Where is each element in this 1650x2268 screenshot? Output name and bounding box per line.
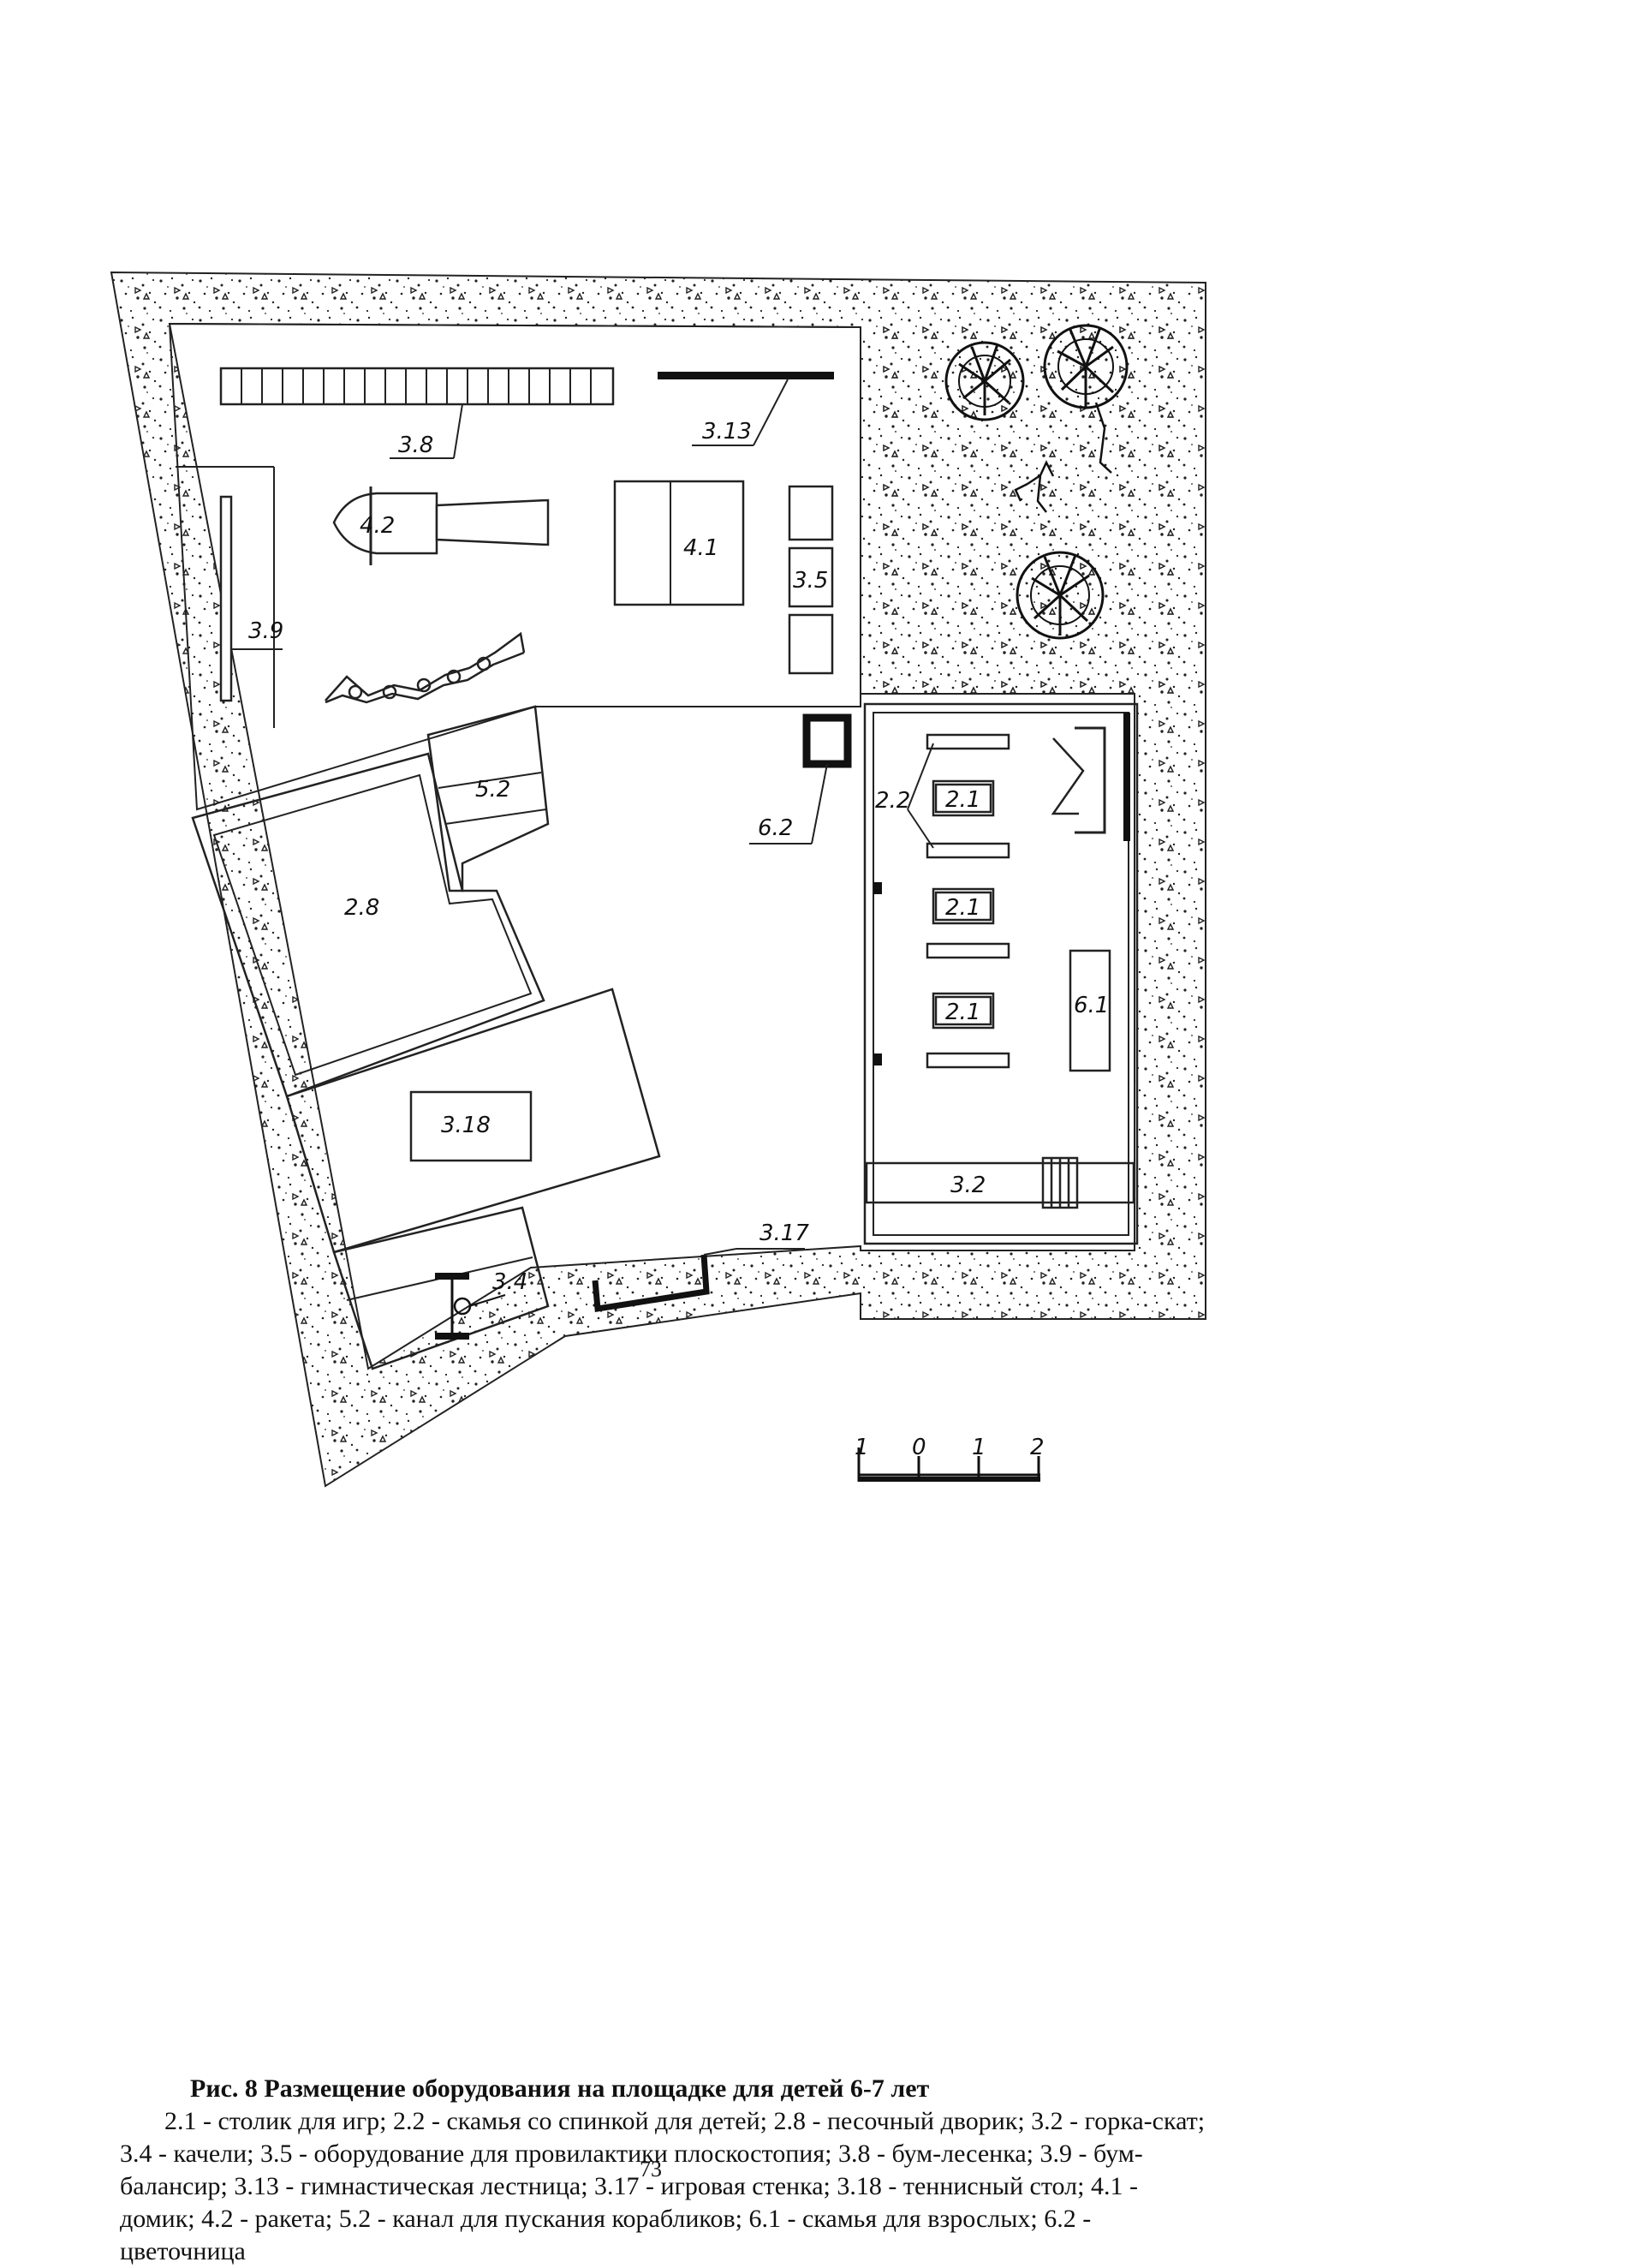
horizontal-ladder [219,367,615,406]
tennis-zone [285,988,661,1254]
tree-icon [1016,551,1105,640]
flowerbed [802,713,852,768]
label-table-1: 2.1 [945,787,980,813]
leader-line [907,809,934,849]
swing [435,1273,506,1340]
label-tennis-table: 3.18 [441,1113,491,1138]
shrub-icon [1014,460,1055,513]
slide [865,1156,1135,1209]
swing-zone [332,1206,550,1370]
scale-tick-label: 1 [972,1435,986,1460]
gym-ladder [658,372,834,379]
leader-line [907,743,934,810]
zigzag-obstacle [325,631,526,704]
tree-icon [944,341,1025,421]
leader-line [453,403,463,459]
label-swing: 3.4 [492,1269,527,1295]
label-bench-with-back: 2.2 [875,788,910,814]
play-table [932,779,995,817]
rocket [332,486,550,565]
tennis-table [409,1090,533,1162]
leader-line [703,1248,737,1256]
house [613,480,745,606]
boat-channel [426,705,550,892]
label-gym-ladder: 3.13 [702,419,752,445]
play-table [932,887,995,925]
label-rocket: 4.2 [360,513,395,539]
tree-lawn [861,308,1186,694]
label-sandbox: 2.8 [344,895,379,921]
tree-icon [1043,324,1129,474]
label-play-wall: 3.17 [759,1221,809,1246]
scale-bar [857,1447,1040,1482]
site-plan-diagram: 3.8 3.13 4.2 4.1 3.5 3.9 5.2 2.8 [110,271,1206,1488]
play-wall [592,1254,710,1313]
caption-title: Рис. 8 Размещение оборудования на площад… [190,2074,930,2103]
label-horizontal-ladder: 3.8 [398,433,433,458]
pavilion [863,702,1139,1245]
channel-line [438,772,542,789]
label-house: 4.1 [683,535,718,561]
leader-line [753,379,789,446]
label-boat-channel: 5.2 [475,777,510,803]
label-flatfoot-equipment: 3.5 [793,568,828,594]
leader-line [811,763,828,845]
play-area-outline [168,322,861,811]
label-flowerbed: 6.2 [758,815,793,841]
channel-line [444,809,547,825]
scale-tick-label: 1 [855,1435,869,1460]
label-table-3: 2.1 [945,1000,980,1025]
label-adult-bench: 6.1 [1074,993,1109,1018]
play-table [932,992,995,1030]
scale-tick-label: 2 [1030,1435,1045,1460]
label-table-2: 2.1 [945,895,980,921]
label-balance-beam: 3.9 [248,618,283,644]
scale-tick-label: 0 [912,1435,926,1460]
sandbox-inner [212,773,533,1077]
balance-beam [219,495,233,702]
adult-bench [1069,949,1111,1072]
label-slide: 3.2 [950,1173,986,1198]
caption-legend: 2.1 - столик для игр; 2.2 - скамья со сп… [120,2107,1206,2265]
benches-with-back [926,733,1010,1069]
page-number: 73 [640,2157,662,2181]
flatfoot-equipment [788,485,834,675]
